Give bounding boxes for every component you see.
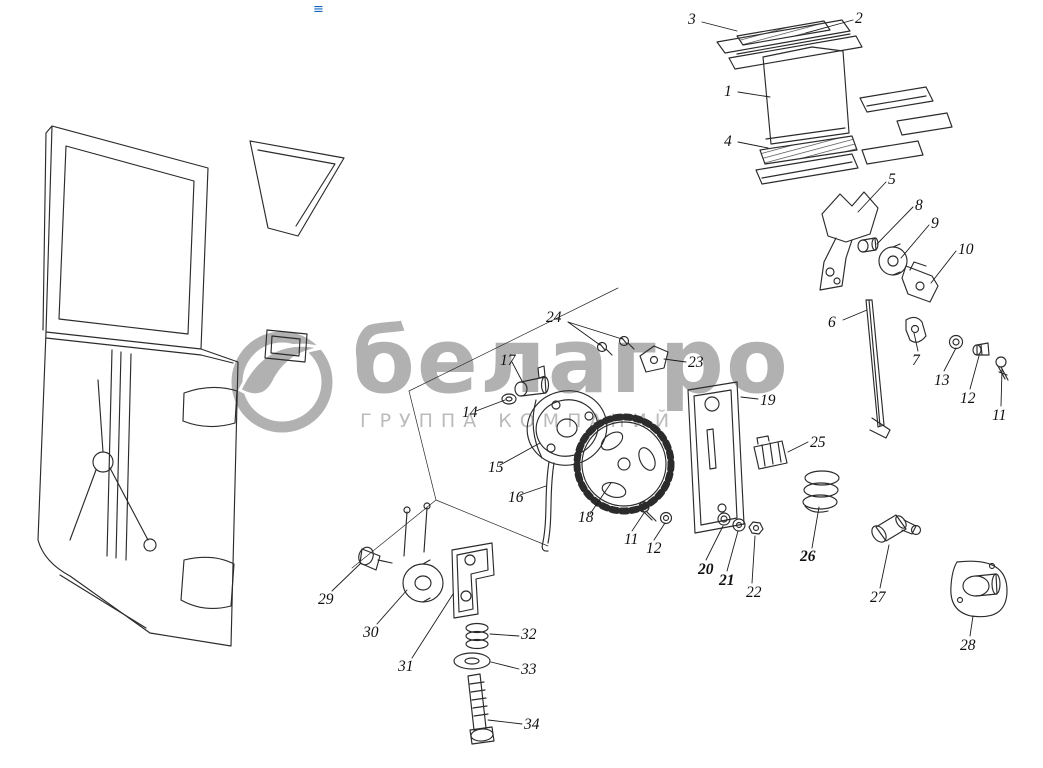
callout-13-right: 13 xyxy=(934,372,950,389)
callout-14: 14 xyxy=(462,404,478,421)
part-bolt-12-right xyxy=(972,342,990,356)
construction-lines xyxy=(351,287,619,569)
part-pins xyxy=(403,502,431,557)
callout-29: 29 xyxy=(318,591,334,608)
part-screws-24 xyxy=(596,335,635,356)
part-cable xyxy=(541,461,555,552)
part-glass-run-strip-top xyxy=(716,19,863,70)
part-spring-32 xyxy=(465,622,489,650)
callout-19: 19 xyxy=(760,392,776,409)
part-roller-pin xyxy=(857,237,879,253)
part-clamp xyxy=(639,345,669,373)
part-back-plate xyxy=(687,381,745,534)
part-sprocket xyxy=(573,413,675,515)
part-spring-26 xyxy=(802,470,840,513)
callout-7: 7 xyxy=(912,352,920,369)
leader-lines xyxy=(331,19,1003,725)
part-door-glass xyxy=(762,46,850,145)
callout-11-right: 11 xyxy=(992,407,1007,424)
callout-31: 31 xyxy=(398,658,414,675)
callout-23: 23 xyxy=(688,354,704,371)
part-bolt-11-center xyxy=(638,501,657,522)
part-nut-22 xyxy=(748,521,764,535)
callout-21: 21 xyxy=(719,572,735,589)
part-guide-rail xyxy=(865,299,891,439)
callout-25: 25 xyxy=(810,434,826,451)
callout-27: 27 xyxy=(870,589,886,606)
part-bolt-17 xyxy=(514,365,550,397)
part-pulley xyxy=(878,243,908,276)
callout-15: 15 xyxy=(488,459,504,476)
door-line-drawing xyxy=(37,125,345,647)
callout-32: 32 xyxy=(521,626,537,643)
part-washer-13 xyxy=(948,334,964,350)
part-switch-block xyxy=(753,435,788,470)
part-handle-knob xyxy=(358,546,393,571)
part-washer-12-center xyxy=(659,511,673,525)
part-cover-plate xyxy=(950,560,1008,618)
callout-1: 1 xyxy=(724,83,732,100)
part-glass-run-strips-right xyxy=(859,86,953,165)
callout-3: 3 xyxy=(688,11,696,28)
callout-30: 30 xyxy=(363,624,379,641)
callout-5: 5 xyxy=(888,171,896,188)
part-washer-14 xyxy=(501,393,517,405)
browser-artifact-icon: ≡ xyxy=(313,2,324,17)
callout-8: 8 xyxy=(915,197,923,214)
callout-18: 18 xyxy=(578,509,594,526)
callout-6: 6 xyxy=(828,314,836,331)
callout-22: 22 xyxy=(746,584,762,601)
callout-9: 9 xyxy=(931,215,939,232)
part-fitting-27 xyxy=(871,514,922,543)
callout-24: 24 xyxy=(546,309,562,326)
part-washer-21 xyxy=(732,518,746,532)
callout-26: 26 xyxy=(800,548,816,565)
part-cable-drum xyxy=(526,390,608,466)
part-washer-20 xyxy=(717,512,731,526)
callout-12-center: 12 xyxy=(646,540,662,557)
callout-2: 2 xyxy=(855,10,863,27)
part-angle-bracket xyxy=(451,542,495,619)
part-escutcheon xyxy=(402,559,444,603)
part-washer-33 xyxy=(453,652,491,670)
callout-10: 10 xyxy=(958,241,974,258)
part-bolt-34 xyxy=(467,673,495,745)
callout-16: 16 xyxy=(508,489,524,506)
callout-33: 33 xyxy=(521,661,537,678)
part-guide-bracket xyxy=(819,191,879,291)
callout-20: 20 xyxy=(698,561,714,578)
part-hook-lever xyxy=(905,316,927,343)
callout-28: 28 xyxy=(960,637,976,654)
part-pulley-bracket xyxy=(901,261,939,303)
callout-11-center: 11 xyxy=(624,531,639,548)
callout-12-right: 12 xyxy=(960,390,976,407)
callout-4: 4 xyxy=(724,133,732,150)
part-glass-run-strip-bottom xyxy=(755,135,859,185)
callout-17: 17 xyxy=(500,352,516,369)
callout-34: 34 xyxy=(524,716,540,733)
